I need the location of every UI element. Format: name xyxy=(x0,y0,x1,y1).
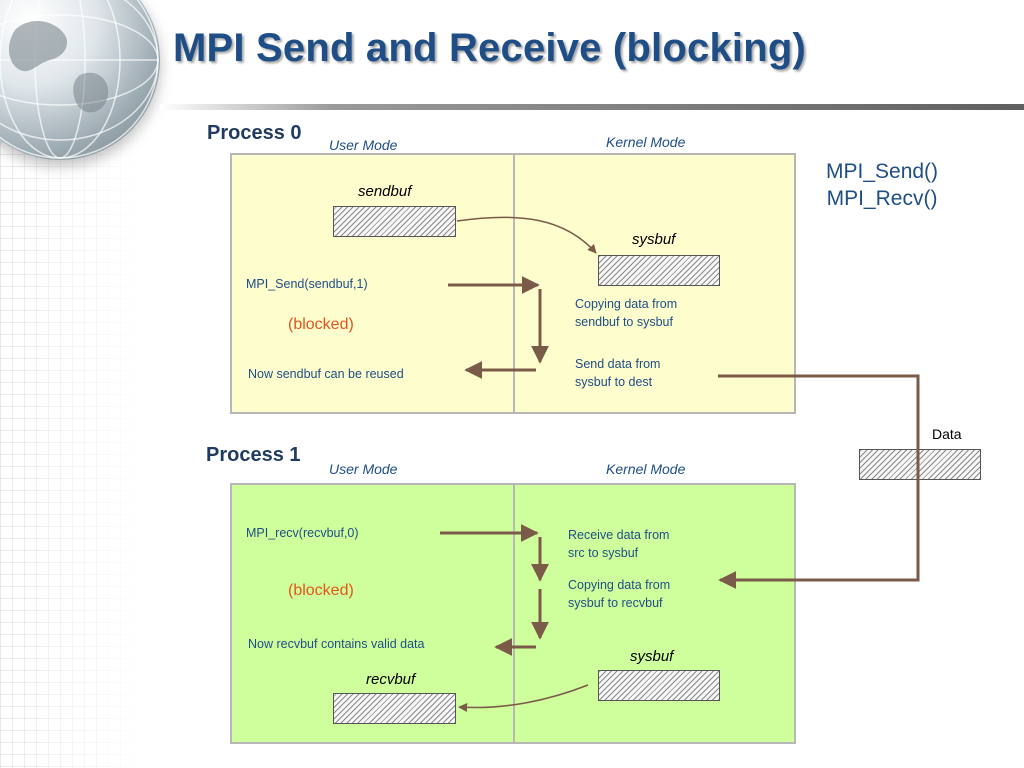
data-transfer-line xyxy=(718,374,920,589)
process0-label: Process 0 xyxy=(207,122,302,144)
process1-blocked-label: (blocked) xyxy=(288,582,354,599)
mpi-send-call: MPI_Send(sendbuf,1) xyxy=(246,277,368,291)
process0-user-mode-label: User Mode xyxy=(329,137,398,153)
process1-kernel-mode-label: Kernel Mode xyxy=(606,461,686,477)
process1-receive-step: Receive data from src to sysbuf xyxy=(568,528,670,560)
sendbuf-to-sysbuf-arrow xyxy=(456,216,597,254)
recvbuf-label: recvbuf xyxy=(366,671,416,688)
process1-mode-divider xyxy=(513,485,515,742)
process0-blocked-label: (blocked) xyxy=(288,316,354,333)
process0-kernel-mode-label: Kernel Mode xyxy=(606,134,686,150)
data-label: Data xyxy=(932,426,962,442)
title-divider xyxy=(160,104,1024,110)
sendbuf-label: sendbuf xyxy=(358,183,412,200)
process0-send-step: Send data from sysbuf to dest xyxy=(575,357,661,389)
process1-label: Process 1 xyxy=(206,444,301,466)
process1-sysbuf-box xyxy=(598,670,720,701)
mpi-api-list: MPI_Send() MPI_Recv() xyxy=(826,158,938,212)
data-box xyxy=(859,449,981,480)
process1-sysbuf-label: sysbuf xyxy=(630,648,674,665)
sendbuf-reuse-note: Now sendbuf can be reused xyxy=(248,367,404,381)
process1-user-mode-label: User Mode xyxy=(329,461,398,477)
process0-copy-step: Copying data from sendbuf to sysbuf xyxy=(575,297,678,329)
process0-sysbuf-label: sysbuf xyxy=(632,231,676,248)
process1-copy-step: Copying data from sysbuf to recvbuf xyxy=(568,578,671,610)
sendbuf-box xyxy=(333,206,456,237)
mpi-recv-call: MPI_recv(recvbuf,0) xyxy=(246,526,359,540)
background-grid xyxy=(0,130,150,768)
page-title: MPI Send and Receive (blocking) xyxy=(173,26,806,70)
recvbuf-valid-note: Now recvbuf contains valid data xyxy=(248,637,425,651)
recvbuf-box xyxy=(333,693,456,724)
mpi-recv-api: MPI_Recv() xyxy=(826,187,938,210)
sysbuf-to-recvbuf-arrow xyxy=(458,684,589,713)
mpi-send-api: MPI_Send() xyxy=(826,160,939,183)
globe-logo xyxy=(0,0,160,160)
process0-sysbuf-box xyxy=(598,255,720,286)
